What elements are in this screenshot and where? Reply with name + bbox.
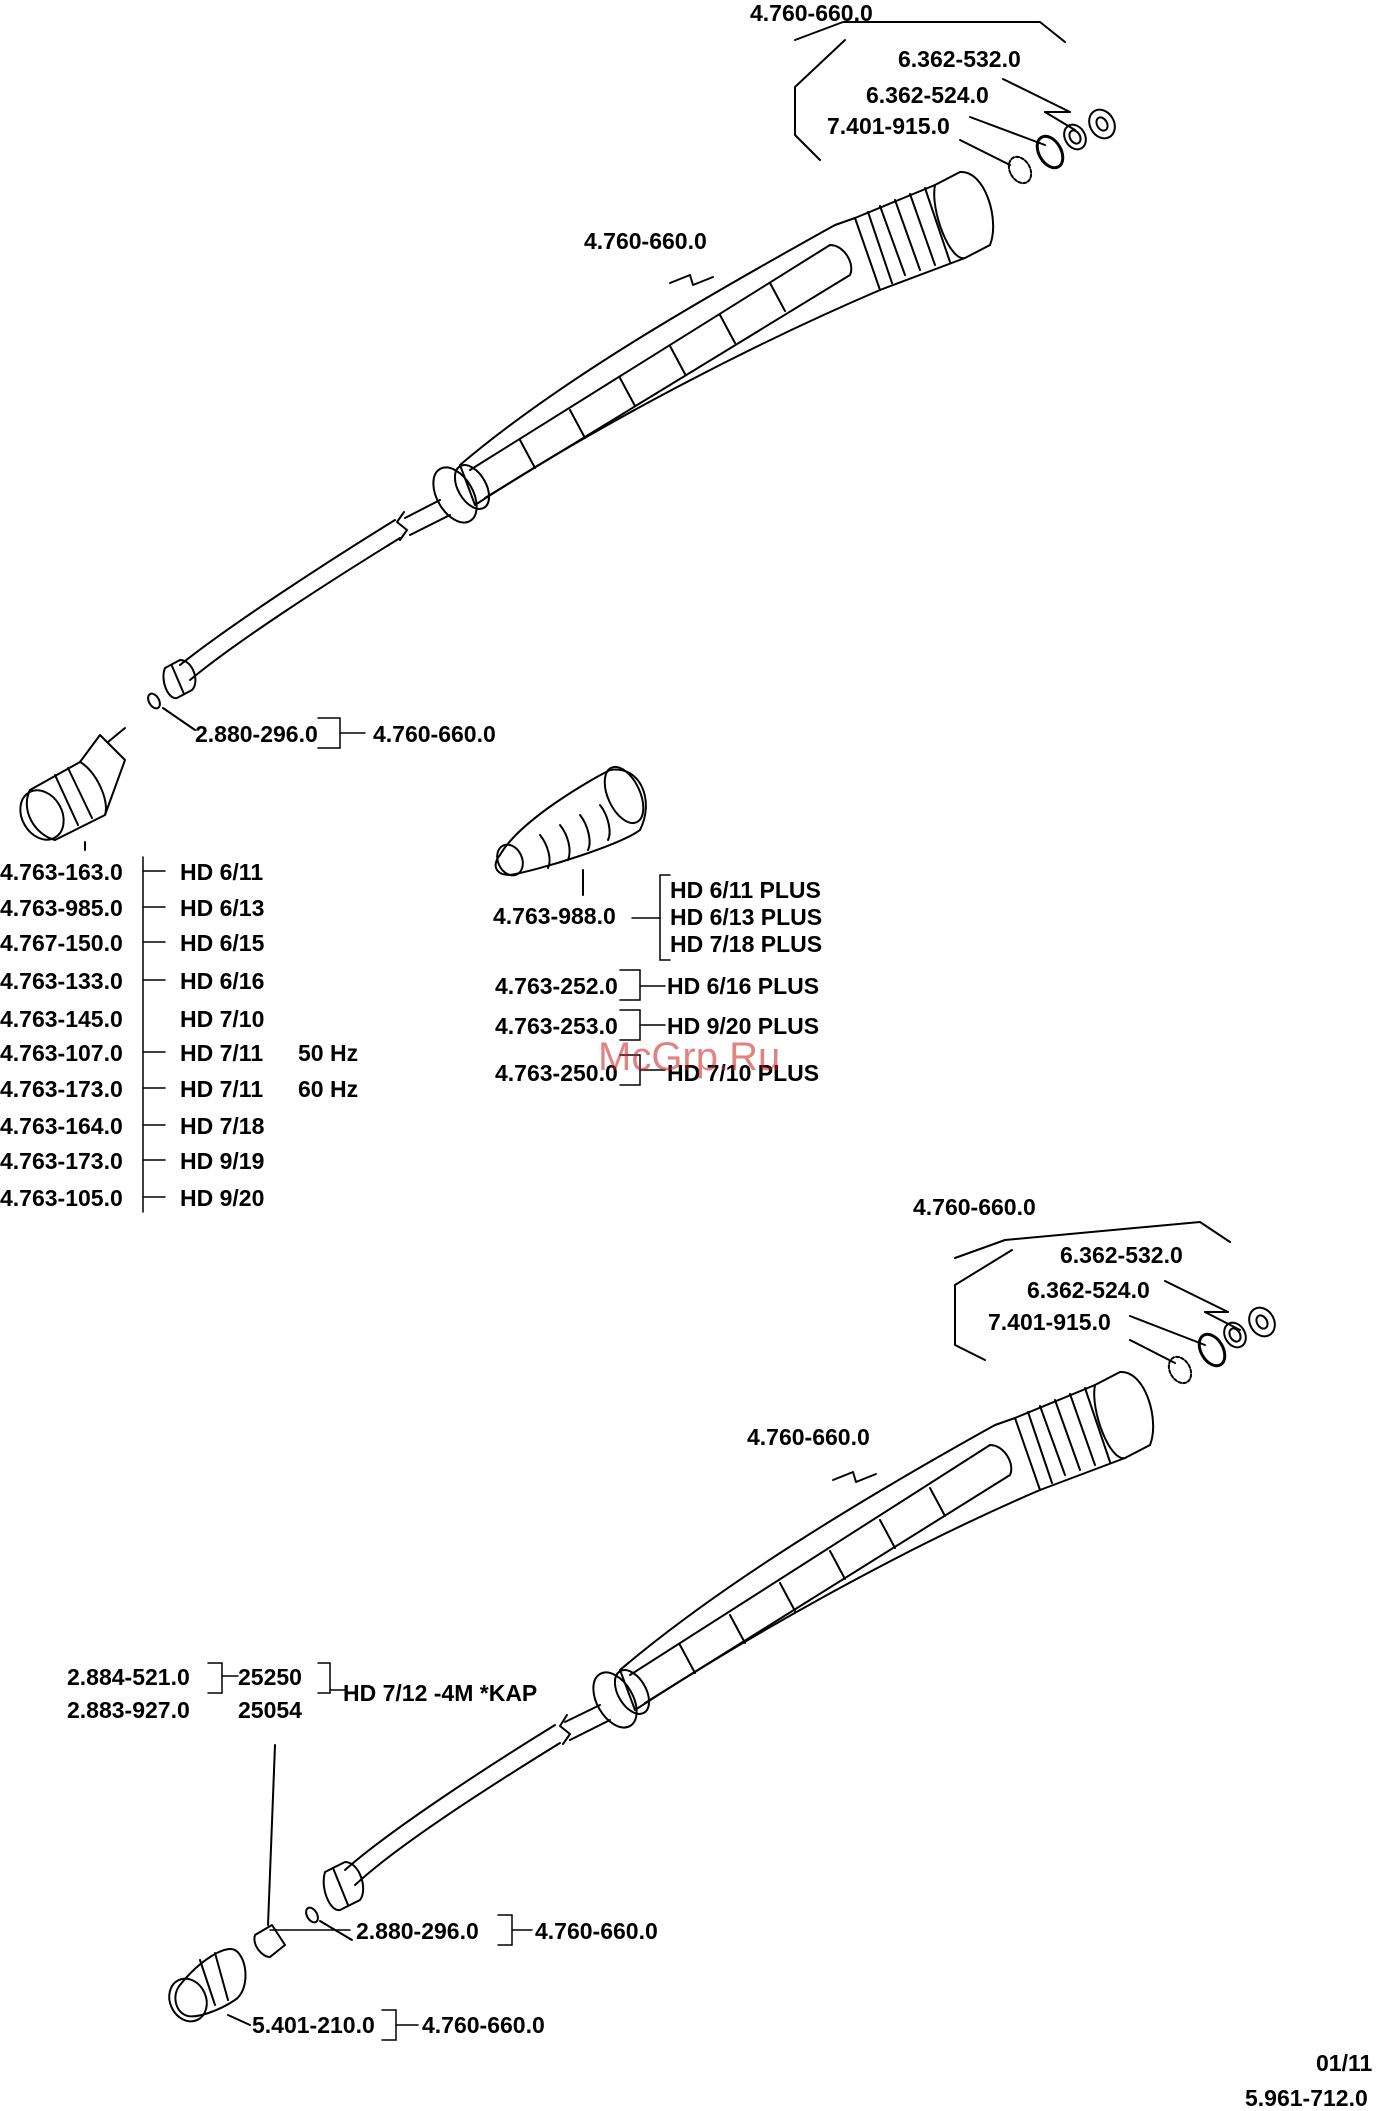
nozzle-part-label: 4.763-105.0 — [0, 1185, 123, 1211]
nozzle-list-bracket — [142, 717, 366, 1213]
upper-small-o-ring-label: 2.880-296.0 — [195, 721, 318, 747]
rotor-nozzle-part-label: 4.763-988.0 — [493, 903, 616, 929]
lower-cap-set-label: 4.760-660.0 — [422, 2012, 545, 2038]
nozzle-model-label: HD 6/13 — [180, 895, 265, 921]
lower-o-ring-label: 7.401-915.0 — [988, 1309, 1111, 1335]
footer-date: 01/11 — [1316, 2050, 1373, 2076]
lower-insert-part-label: 2.884-521.0 — [67, 1664, 190, 1690]
upper-small-o-ring-set-label: 4.760-660.0 — [373, 721, 496, 747]
nozzle-model-label: HD 7/11 — [180, 1076, 264, 1102]
nozzle-freq-label: 60 Hz — [298, 1076, 359, 1102]
nozzle-model-label: HD 9/20 — [180, 1185, 265, 1211]
lower-cap-label: 5.401-210.0 — [252, 2012, 375, 2038]
nozzle-part-label: 4.763-145.0 — [0, 1006, 123, 1032]
nozzle-model-label: HD 7/10 — [180, 1006, 265, 1032]
upper-seal-label: 6.362-524.0 — [866, 82, 989, 108]
nozzle-part-label: 4.763-985.0 — [0, 895, 123, 921]
lower-nozzle-set-label: 4.760-660.0 — [913, 1194, 1036, 1220]
upper-o-ring-label: 7.401-915.0 — [827, 113, 950, 139]
rotor-nozzle-model-label: HD 6/13 PLUS — [670, 904, 823, 930]
lower-seal-label: 6.362-524.0 — [1027, 1277, 1150, 1303]
lower-washer-label: 6.362-532.0 — [1060, 1242, 1183, 1268]
nozzle-part-label: 4.763-173.0 — [0, 1148, 123, 1174]
nozzle-part-label: 4.763-164.0 — [0, 1113, 123, 1139]
lower-small-o-ring-label: 2.880-296.0 — [356, 1918, 479, 1944]
nozzle-freq-label: 50 Hz — [298, 1040, 359, 1066]
nozzle-model-label: HD 6/15 — [180, 930, 265, 956]
nozzle-model-label: HD 6/16 — [180, 968, 265, 994]
rotor-nozzle-model-label: HD 7/18 PLUS — [670, 931, 823, 957]
nozzle-model-label: HD 9/19 — [180, 1148, 265, 1174]
nozzle-part-label: 4.763-107.0 — [0, 1040, 123, 1066]
lower-insert-code-label: 25250 — [238, 1664, 302, 1690]
lower-insert-part-label: 2.883-927.0 — [67, 1697, 190, 1723]
rotor-nozzle-part-label: 4.763-252.0 — [495, 973, 618, 999]
rotor-nozzle-model-label: HD 7/10 PLUS — [667, 1060, 820, 1086]
footer-doc-number: 5.961-712.0 — [1245, 2085, 1368, 2111]
nozzle-part-label: 4.763-163.0 — [0, 859, 123, 885]
rotor-nozzle-bracket — [619, 874, 671, 1086]
lower-spray-lance — [168, 1221, 1276, 2026]
lower-insert-model-label: HD 7/12 -4M *KAP — [343, 1680, 538, 1706]
lower-brackets — [207, 1662, 533, 2041]
nozzle-part-label: 4.763-133.0 — [0, 968, 123, 994]
lower-insert-code-label: 25054 — [238, 1697, 302, 1723]
upper-spray-lance — [19, 21, 1116, 851]
nozzle-model-label: HD 7/18 — [180, 1113, 265, 1139]
nozzle-part-label: 4.767-150.0 — [0, 930, 123, 956]
nozzle-part-label: 4.763-173.0 — [0, 1076, 123, 1102]
nozzle-model-label: HD 7/11 — [180, 1040, 264, 1066]
lower-lance-label: 4.760-660.0 — [747, 1424, 870, 1450]
upper-nozzle-set-label: 4.760-660.0 — [750, 0, 873, 26]
upper-lance-label: 4.760-660.0 — [584, 228, 707, 254]
nozzle-model-label: HD 6/11 — [180, 859, 264, 885]
rotor-nozzle-model-label: HD 6/11 PLUS — [670, 877, 821, 903]
watermark: McGrp.Ru — [598, 1035, 781, 1079]
rotor-nozzle-part-label: 4.763-250.0 — [495, 1060, 618, 1086]
rotor-nozzle-model-label: HD 9/20 PLUS — [667, 1013, 820, 1039]
rotor-nozzle-part-label: 4.763-253.0 — [495, 1013, 618, 1039]
rotor-nozzle-model-label: HD 6/16 PLUS — [667, 973, 820, 999]
upper-washer-label: 6.362-532.0 — [898, 46, 1021, 72]
lower-small-o-ring-set-label: 4.760-660.0 — [535, 1918, 658, 1944]
rotor-nozzle — [494, 765, 647, 896]
